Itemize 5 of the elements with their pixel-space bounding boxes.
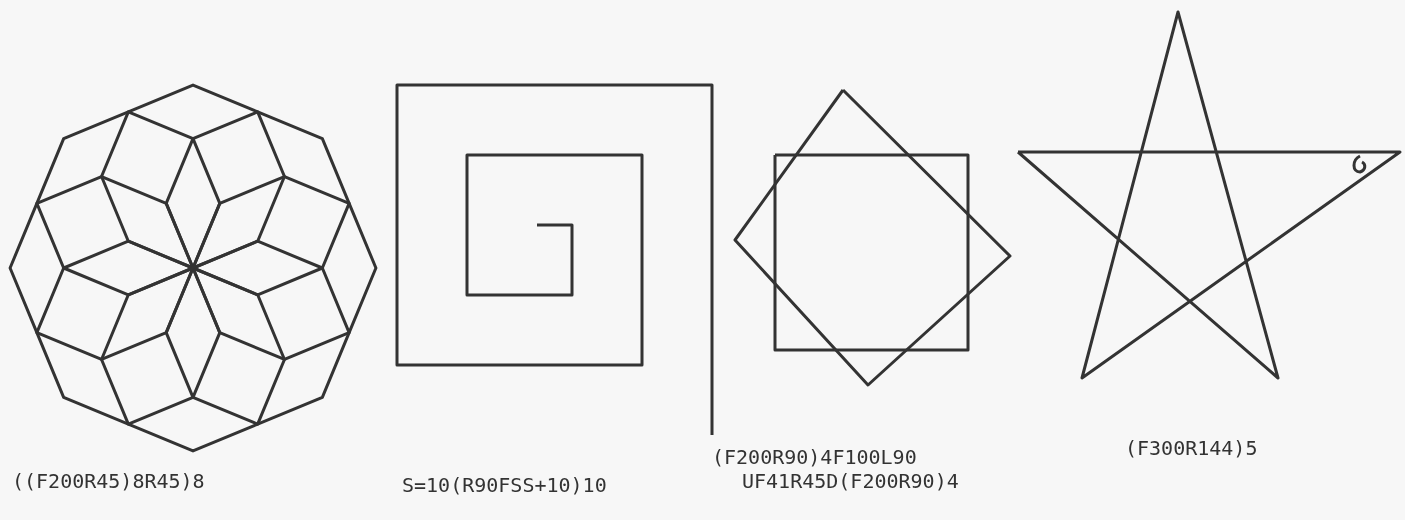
turtle-command-text: (F300R144)5 — [1125, 437, 1258, 459]
turtle-command-text: ((F200R45)8R45)8 — [12, 470, 205, 492]
turtle-command-text: UF41R45D(F200R90)4 — [742, 470, 959, 492]
turtle-command-text: S=10(R90FSS+10)10 — [402, 474, 607, 496]
turtle-command-text: (F200R90)4F100L90 — [712, 446, 917, 468]
